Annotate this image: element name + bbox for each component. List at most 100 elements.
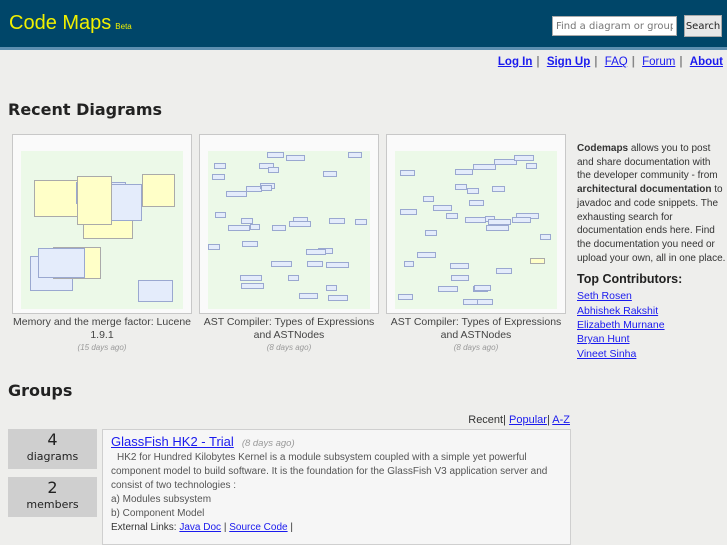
diagram-node [347, 152, 362, 159]
diagram-node [491, 185, 505, 192]
group-line: b) Component Model [111, 508, 205, 519]
sort-popular[interactable]: Popular [509, 414, 547, 426]
contributor-link[interactable]: Vineet Sinha [577, 347, 637, 360]
diagram-thumbnail[interactable] [199, 134, 379, 314]
faq-link[interactable]: FAQ [604, 56, 628, 68]
right-column: Codemaps allows you to post and share do… [577, 142, 727, 361]
group-age: (8 days ago) [241, 438, 295, 449]
javadoc-link[interactable]: Java Doc [179, 522, 222, 533]
about-link[interactable]: About [689, 56, 723, 68]
diagram-node [474, 285, 491, 292]
diagram-age: (8 days ago) [453, 343, 499, 352]
diagram-node [211, 174, 226, 180]
diagram-node [38, 247, 85, 278]
external-links: External Links: Java Doc | Source Code | [111, 522, 293, 533]
diagram-node [416, 251, 436, 258]
diagram-node [400, 208, 418, 215]
diagram-node [141, 174, 176, 208]
group-description: HK2 for Hundred Kilobytes Kernel is a mo… [111, 452, 548, 491]
diagram-node [488, 219, 511, 226]
diagram-thumbnail[interactable] [12, 134, 192, 314]
count-value: 2 [47, 478, 58, 497]
group-title-link[interactable]: GlassFish HK2 - Trial [111, 434, 234, 449]
search-input[interactable] [552, 16, 677, 36]
count-label: members [26, 498, 79, 511]
login-link[interactable]: Log In [497, 56, 533, 68]
diagram-node [325, 284, 338, 291]
diagram-node [288, 220, 312, 227]
diagram-node [464, 217, 486, 224]
contributors-list: Seth Rosen Abhishek Rakshit Elizabeth Mu… [577, 289, 727, 360]
recent-diagrams-heading: Recent Diagrams [8, 100, 163, 119]
diagram-node [288, 274, 299, 281]
diagram-node [473, 163, 496, 170]
contributor-link[interactable]: Elizabeth Murnane [577, 318, 665, 331]
diagram-node [512, 216, 531, 223]
diagram-node [307, 260, 323, 267]
about-text-part: allows you to post and share documentati… [577, 143, 718, 182]
diagram-title[interactable]: AST Compiler: Types of Expressions and A… [203, 316, 375, 341]
diagram-node [485, 225, 509, 232]
source-code-link[interactable]: Source Code [229, 522, 288, 533]
diagram-node [286, 154, 306, 161]
diagram-caption: AST Compiler: Types of Expressions and A… [386, 316, 566, 354]
diagram-caption: AST Compiler: Types of Expressions and A… [199, 316, 379, 354]
diagram-node [422, 196, 434, 203]
signup-link[interactable]: Sign Up [546, 56, 591, 68]
diagram-node [355, 218, 367, 225]
diagram-node [468, 200, 485, 207]
count-value: 4 [47, 430, 58, 449]
sort-recent: Recent [468, 414, 504, 426]
diagram-node [327, 295, 349, 302]
diagram-node [226, 191, 247, 198]
sort-az[interactable]: A-Z [552, 414, 570, 426]
diagram-caption: Memory and the merge factor: Lucene 1.9.… [12, 316, 192, 354]
diagram-node [213, 163, 226, 170]
diagram-node [240, 282, 264, 289]
contributor-link[interactable]: Bryan Hunt [577, 333, 630, 346]
diagram-title[interactable]: Memory and the merge factor: Lucene 1.9.… [12, 316, 191, 341]
diagram-node [258, 162, 274, 169]
groups-heading: Groups [8, 381, 73, 400]
contributor-link[interactable]: Seth Rosen [577, 290, 632, 303]
diagram-node [241, 218, 254, 225]
forum-link[interactable]: Forum [642, 56, 676, 68]
diagram-title[interactable]: AST Compiler: Types of Expressions and A… [390, 316, 562, 341]
diagram-age: (8 days ago) [266, 343, 312, 352]
diagram-node [270, 261, 292, 268]
diagram-thumbnail[interactable] [386, 134, 566, 314]
diagram-node [466, 188, 479, 195]
diagram-node [450, 274, 470, 281]
diagram-node [208, 243, 221, 250]
diagram-node [268, 167, 280, 174]
diagram-node [404, 261, 415, 268]
diagram-node [138, 280, 174, 302]
diagram-node [455, 184, 467, 191]
beta-label: Beta [115, 22, 132, 31]
diagram-node [437, 286, 458, 293]
diagram-node [298, 293, 319, 300]
search-button[interactable]: Search [684, 15, 722, 37]
diagram-node [399, 169, 416, 176]
diagram-node [228, 224, 250, 231]
diagram-node [325, 262, 349, 269]
diagram-node [398, 293, 413, 300]
about-text: Codemaps allows you to post and share do… [577, 142, 727, 265]
about-text-part: to javadoc and code snippets. The exhaus… [577, 184, 726, 264]
group-sort: Recent| Popular| A-Z [468, 414, 570, 426]
external-links-label: External Links: [111, 522, 177, 533]
group-line: a) Modules subsystem [111, 494, 212, 505]
diagram-node [526, 163, 538, 170]
diagram-node [215, 212, 227, 219]
count-label: diagrams [26, 450, 79, 463]
group-card: GlassFish HK2 - Trial (8 days ago) HK2 fo… [102, 429, 571, 545]
diagram-age: (15 days ago) [77, 343, 127, 352]
diagram-node [241, 240, 259, 247]
diagram-node [267, 152, 285, 159]
diagram-node [328, 218, 345, 225]
contributor-link[interactable]: Abhishek Rakshit [577, 304, 659, 317]
